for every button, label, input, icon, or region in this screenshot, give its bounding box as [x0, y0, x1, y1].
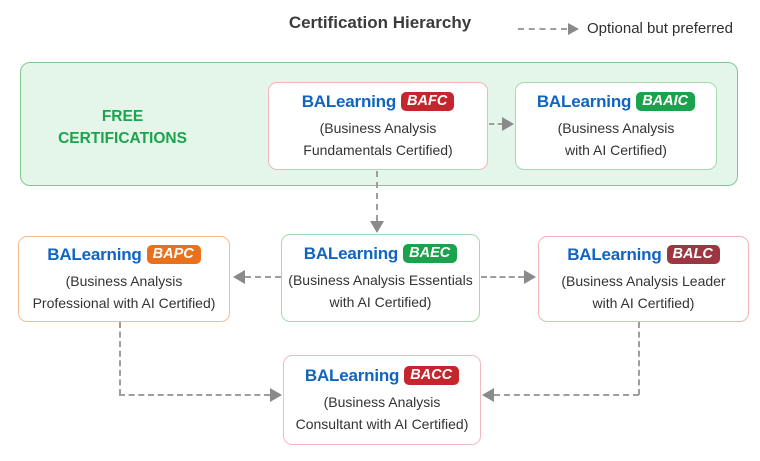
free-label-line-1: FREE	[101, 108, 144, 125]
brand-text: BALearning	[301, 91, 397, 111]
arrow-line	[638, 322, 640, 395]
card-baec: BALearning BAEC (Business Analysis Essen…	[281, 234, 480, 322]
desc-line-2: with AI Certified)	[329, 293, 432, 310]
badge-baec: BAEC	[403, 244, 458, 263]
desc-line-2: Consultant with AI Certified)	[295, 415, 469, 432]
card-balc: BALearning BALC (Business Analysis Leade…	[538, 236, 749, 322]
arrow-line	[376, 171, 378, 221]
card-baaic-title: BALearning BAAIC	[536, 91, 696, 112]
card-baaic: BALearning BAAIC (Business Analysis with…	[515, 82, 717, 170]
page-title: Certification Hierarchy	[288, 13, 472, 32]
arrow-line	[494, 394, 639, 396]
card-bapc-desc: (Business Analysis Professional with AI …	[33, 270, 216, 314]
desc-line-2: Professional with AI Certified)	[32, 294, 216, 311]
card-bacc: BALearning BACC (Business Analysis Consu…	[283, 355, 481, 445]
arrow-line	[119, 394, 270, 396]
arrowhead-right-icon	[524, 270, 536, 284]
arrowhead-down-icon	[370, 221, 384, 233]
card-bapc-title: BALearning BAPC	[47, 244, 201, 265]
desc-line-1: (Business Analysis	[323, 393, 441, 410]
arrow-line	[119, 322, 121, 395]
card-baaic-desc: (Business Analysis with AI Certified)	[558, 117, 675, 161]
brand-text: BALearning	[567, 244, 662, 264]
brand-text: BALearning	[47, 244, 142, 264]
brand-text: BALearning	[303, 243, 399, 263]
badge-bafc: BAFC	[401, 92, 455, 111]
badge-balc: BALC	[666, 245, 720, 264]
desc-line-1: (Business Analysis	[557, 119, 675, 136]
arrow-line	[481, 276, 524, 278]
card-baec-desc: (Business Analysis Essentials with AI Ce…	[288, 269, 472, 313]
badge-bapc: BAPC	[146, 245, 201, 264]
badge-baaic: BAAIC	[636, 92, 696, 111]
card-bafc-title: BALearning BAFC	[302, 92, 455, 112]
card-baec-title: BALearning BAEC	[303, 243, 458, 264]
desc-line-1: (Business Analysis Essentials	[288, 271, 473, 288]
desc-line-2: with AI Certified)	[592, 294, 695, 311]
desc-line-2: Fundamentals Certified)	[303, 141, 453, 158]
brand-text: BALearning	[536, 91, 632, 111]
card-bafc-desc: (Business Analysis Fundamentals Certifie…	[303, 117, 452, 161]
desc-line-2: with AI Certified)	[565, 141, 667, 158]
card-balc-title: BALearning BALC	[567, 245, 720, 265]
arrow-line	[245, 276, 281, 278]
legend-dashed-line	[518, 28, 567, 30]
free-label-line-2: CERTIFICATIONS	[58, 129, 187, 147]
arrow-line	[489, 123, 503, 125]
desc-line-1: (Business Analysis Leader	[561, 272, 726, 289]
card-bafc: BALearning BAFC (Business Analysis Funda…	[268, 82, 488, 170]
arrowhead-right-icon	[502, 117, 514, 131]
desc-line-1: (Business Analysis	[65, 272, 183, 289]
arrowhead-right-icon	[270, 388, 282, 402]
card-bacc-title: BALearning BACC	[304, 365, 460, 386]
free-certifications-label: FREE CERTIFICATIONS	[40, 106, 205, 149]
legend-label: Optional but preferred	[587, 20, 733, 37]
arrowhead-left-icon	[233, 270, 245, 284]
card-bapc: BALearning BAPC (Business Analysis Profe…	[18, 236, 230, 322]
card-bacc-desc: (Business Analysis Consultant with AI Ce…	[296, 391, 469, 435]
desc-line-1: (Business Analysis	[319, 119, 437, 136]
brand-text: BALearning	[304, 365, 400, 385]
badge-bacc: BACC	[404, 366, 460, 385]
card-balc-desc: (Business Analysis Leader with AI Certif…	[561, 270, 725, 314]
arrowhead-left-icon	[482, 388, 494, 402]
legend-arrowhead-icon	[568, 23, 579, 35]
